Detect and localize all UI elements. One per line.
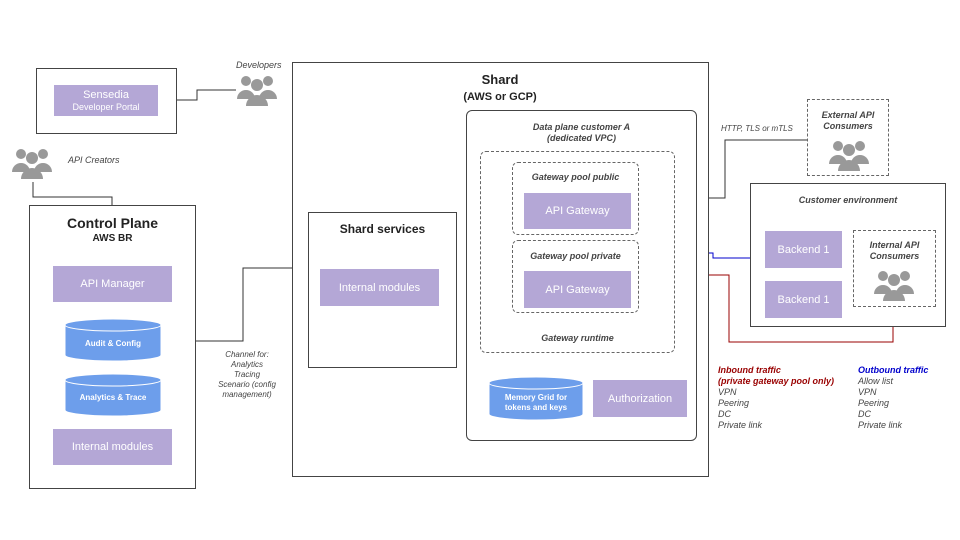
- control-shard-connector: [196, 267, 292, 342]
- channel-note-line: management): [222, 390, 272, 399]
- pool-private-label: Gateway pool private: [530, 251, 621, 261]
- backend-1-button[interactable]: Backend 1: [765, 281, 842, 318]
- memory-grid-line: tokens and keys: [504, 403, 568, 412]
- shard-services-title: Shard services: [339, 222, 426, 236]
- inbound-item: Peering: [718, 398, 750, 408]
- shard-subtitle: (AWS or GCP): [463, 91, 537, 103]
- outbound-legend: Outbound traffic Allow list VPN Peering …: [858, 365, 953, 431]
- external-consumers-icon: [829, 141, 869, 171]
- api-creators-label: API Creators: [68, 155, 120, 165]
- analytics-trace-database: [64, 373, 162, 417]
- api-gateway-public-button[interactable]: API Gateway: [524, 193, 631, 229]
- audit-config-database: [64, 318, 162, 362]
- pool-public-label: Gateway pool public: [531, 172, 620, 182]
- data-plane-title: Data plane customer A (dedicated VPC): [466, 122, 697, 144]
- developers-label: Developers: [236, 60, 282, 70]
- external-consumers-frame: [807, 99, 889, 176]
- control-plane-subtitle: AWS BR: [92, 233, 133, 244]
- memory-grid-database: [488, 376, 584, 421]
- portal-line1: Sensedia: [83, 88, 129, 101]
- channel-note-line: Channel for:: [225, 350, 269, 359]
- external-consumers-line: External API: [821, 110, 875, 120]
- outbound-title: Outbound traffic: [858, 365, 929, 375]
- inbound-item: Private link: [718, 420, 763, 430]
- api-gateway-private-button[interactable]: API Gateway: [524, 271, 631, 308]
- memory-grid-label: Memory Grid for tokens and keys: [488, 393, 584, 413]
- external-consumers-line: Consumers: [823, 121, 873, 131]
- inbound-legend: Inbound traffic (private gateway pool on…: [718, 365, 858, 431]
- outbound-item: Peering: [858, 398, 890, 408]
- http-note: HTTP, TLS or mTLS: [721, 124, 793, 133]
- channel-note: Channel for: Analytics Tracing Scenario …: [205, 350, 289, 400]
- gateway-runtime-label: Gateway runtime: [541, 333, 614, 343]
- internal-consumers-line: Internal API: [869, 240, 920, 250]
- control-plane-title: Control Plane: [66, 215, 158, 231]
- portal-line2: Developer Portal: [72, 101, 140, 112]
- internal-consumers-frame: [853, 230, 936, 307]
- pool-public-frame: [512, 162, 639, 235]
- portal-developers-connector: [177, 89, 236, 101]
- data-plane-line: (dedicated VPC): [546, 133, 616, 143]
- gateway-runtime-frame: [480, 151, 675, 353]
- creators-control-connector: [32, 182, 113, 205]
- channel-note-line: Analytics: [230, 360, 263, 369]
- control-internal-modules-button[interactable]: Internal modules: [53, 429, 172, 465]
- developer-portal-button[interactable]: Sensedia Developer Portal: [54, 85, 158, 116]
- memory-grid-line: Memory Grid for: [504, 393, 568, 402]
- audit-config-label: Audit & Config: [85, 339, 141, 348]
- analytics-trace-label: Analytics & Trace: [79, 393, 147, 402]
- inbound-item: DC: [718, 409, 731, 419]
- pool-private-frame: [512, 240, 639, 313]
- customer-environment-title: Customer environment: [798, 195, 898, 205]
- shard-internal-modules-button[interactable]: Internal modules: [320, 269, 439, 306]
- channel-note-line: Tracing: [233, 370, 261, 379]
- shard-title: Shard: [481, 72, 519, 87]
- inbound-item: VPN: [718, 387, 737, 397]
- channel-note-line: Scenario (config: [218, 380, 276, 389]
- outbound-item: Private link: [858, 420, 903, 430]
- developers-icon: [237, 76, 277, 106]
- data-plane-line: Data plane customer A: [532, 122, 631, 132]
- outbound-item: DC: [858, 409, 871, 419]
- internal-consumers-icon: [874, 271, 914, 301]
- inbound-title: Inbound traffic: [718, 365, 781, 375]
- authorization-button[interactable]: Authorization: [593, 380, 687, 417]
- inbound-subtitle: (private gateway pool only): [718, 376, 835, 386]
- api-manager-button[interactable]: API Manager: [53, 266, 172, 302]
- outbound-item: VPN: [858, 387, 877, 397]
- outbound-item: Allow list: [858, 376, 894, 386]
- external-consumers-label: External API Consumers: [807, 110, 889, 132]
- backend-1-button[interactable]: Backend 1: [765, 231, 842, 268]
- internal-consumers-label: Internal API Consumers: [853, 240, 936, 262]
- api-creators-icon: [12, 149, 52, 179]
- internal-consumers-line: Consumers: [869, 251, 920, 261]
